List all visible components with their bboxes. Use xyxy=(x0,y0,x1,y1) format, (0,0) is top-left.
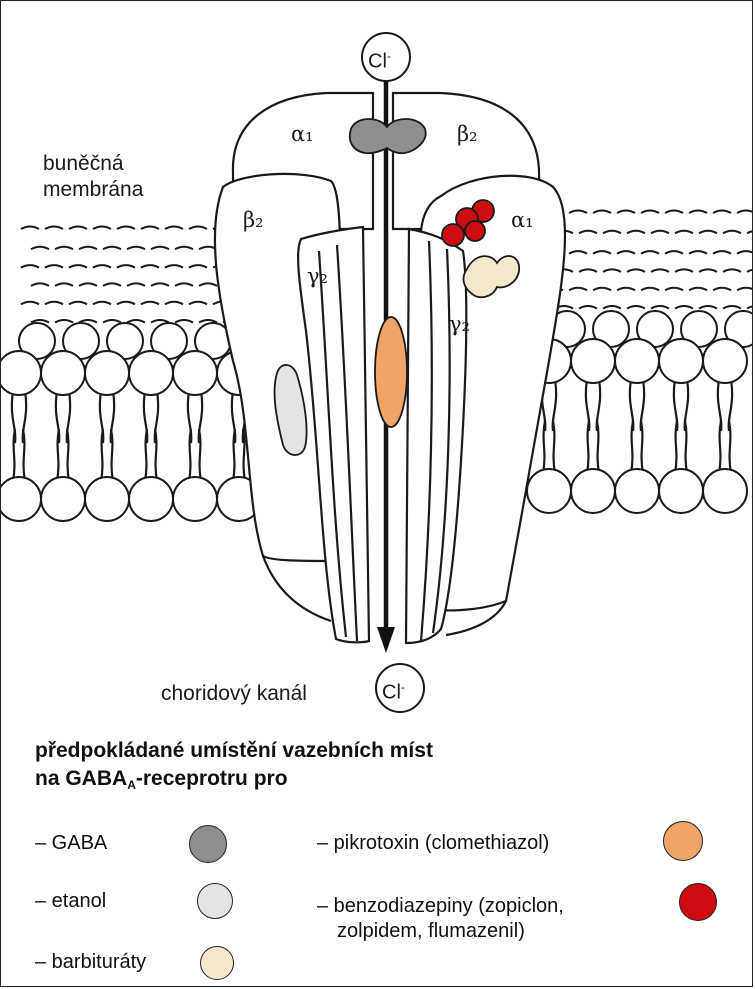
legend-barbiturates-label: – barbituráty xyxy=(35,950,146,975)
legend-ethanol-swatch xyxy=(197,883,233,919)
label-gamma2-right: γ₂ xyxy=(449,311,470,337)
label-beta2-top: β₂ xyxy=(457,121,478,147)
legend-gaba-label: – GABA xyxy=(35,831,107,856)
legend-heading-line1: předpokládané umístění vazebních míst xyxy=(35,737,433,765)
membrane-surface-left xyxy=(21,227,241,323)
legend-ethanol-label: – etanol xyxy=(35,889,106,914)
ion-label-bottom: Cl- xyxy=(382,674,405,706)
legend-benzodiazepines-swatch xyxy=(679,883,717,921)
label-alpha1-top: α₁ xyxy=(291,121,314,147)
membrane-label-line2: membrána xyxy=(43,177,143,203)
legend-picrotoxin-label: – pikrotoxin (clomethiazol) xyxy=(317,831,549,856)
legend-heading-line2: na GABAA-receprotru pro xyxy=(35,765,288,795)
legend-barbiturates-swatch xyxy=(200,946,234,980)
label-gamma2-left: γ₂ xyxy=(307,263,328,289)
legend-picrotoxin-swatch xyxy=(663,821,703,861)
channel-label: choridový kanál xyxy=(161,681,307,707)
ion-label-top: Cl- xyxy=(368,43,391,75)
legend-benzodiazepines-label: – benzodiazepiny (zopiclon, xyxy=(317,894,564,919)
membrane-label-line1: buněčná xyxy=(43,151,124,177)
lipid-bilayer-right xyxy=(527,311,753,513)
label-beta2-left: β₂ xyxy=(243,207,264,233)
picrotoxin-site xyxy=(375,317,407,427)
gaba-receptor-diagram xyxy=(1,1,753,741)
legend-gaba-swatch xyxy=(189,825,227,863)
legend-benzodiazepines-label-line2: zolpidem, flumazenil) xyxy=(337,919,525,944)
label-alpha1-right: α₁ xyxy=(511,207,534,233)
